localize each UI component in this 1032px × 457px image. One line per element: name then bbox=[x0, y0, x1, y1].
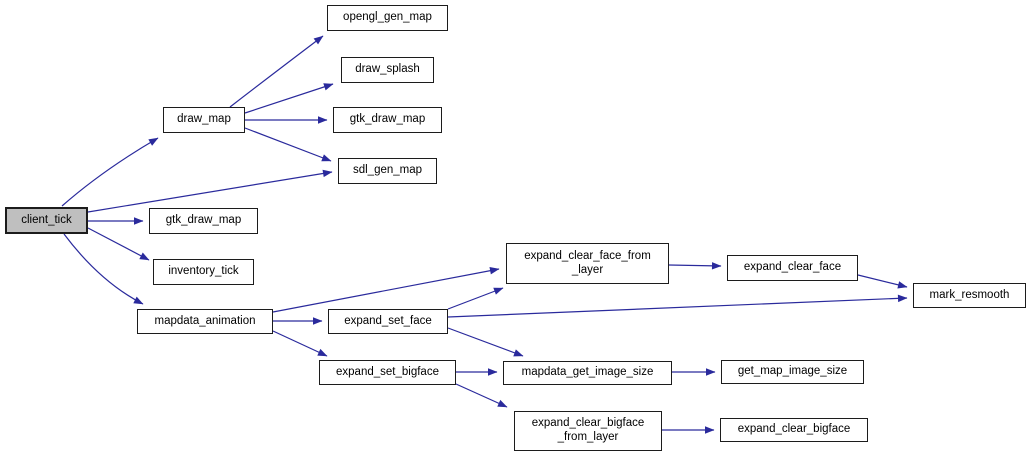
node-label: expand_clear_face bbox=[743, 261, 842, 274]
node-label: expand_clear_face_from bbox=[524, 249, 651, 262]
node-label: sdl_gen_map bbox=[352, 164, 423, 177]
node-label: get_map_image_size bbox=[737, 365, 848, 378]
node-label: gtk_draw_map bbox=[165, 214, 242, 227]
node-client_tick[interactable]: client_tick bbox=[5, 207, 88, 234]
node-label: inventory_tick bbox=[168, 265, 239, 278]
node-label: mapdata_get_image_size bbox=[521, 366, 654, 379]
edge-expand_set_face-to-mark_resmooth bbox=[447, 294, 908, 318]
node-sdl_gen_map[interactable]: sdl_gen_map bbox=[338, 158, 437, 184]
node-expand_clear_face[interactable]: expand_clear_face bbox=[727, 255, 858, 281]
node-label: expand_clear_bigface bbox=[737, 423, 851, 436]
node-expand_clear_face_from_layer[interactable]: expand_clear_face_from_layer bbox=[506, 243, 669, 284]
edge-expand_clear_face_from_layer-to-expand_clear_face bbox=[668, 262, 722, 270]
node-label: draw_map bbox=[177, 113, 231, 126]
edge-mapdata_animation-to-expand_clear_face_from_layer bbox=[272, 267, 500, 313]
node-label: client_tick bbox=[21, 213, 72, 226]
node-draw_map[interactable]: draw_map bbox=[163, 107, 245, 133]
edge-client_tick-to-sdl_gen_map bbox=[87, 169, 333, 213]
node-expand_set_bigface[interactable]: expand_set_bigface bbox=[319, 360, 456, 385]
node-label: _layer bbox=[571, 263, 604, 276]
edge-draw_map-to-opengl_gen_map bbox=[229, 35, 324, 108]
node-label: expand_clear_bigface bbox=[531, 417, 645, 430]
node-expand_clear_bigface[interactable]: expand_clear_bigface bbox=[720, 418, 868, 442]
node-label: _from_layer bbox=[557, 431, 619, 443]
edge-expand_set_face-to-mapdata_get_image_size bbox=[447, 327, 524, 357]
node-draw_splash[interactable]: draw_splash bbox=[341, 57, 434, 83]
node-mark_resmooth[interactable]: mark_resmooth bbox=[913, 283, 1026, 308]
node-label: expand_set_face bbox=[344, 314, 432, 327]
node-label: draw_splash bbox=[355, 63, 420, 76]
edge-client_tick-to-draw_map bbox=[61, 137, 159, 207]
node-opengl_gen_map[interactable]: opengl_gen_map bbox=[327, 5, 448, 31]
node-get_map_image_size[interactable]: get_map_image_size bbox=[721, 360, 864, 384]
node-gtk_draw_map_top[interactable]: gtk_draw_map bbox=[333, 107, 442, 133]
edge-draw_map-to-sdl_gen_map bbox=[244, 127, 332, 162]
edge-client_tick-to-mapdata_animation bbox=[63, 233, 144, 305]
node-label: expand_set_bigface bbox=[336, 365, 439, 378]
node-label: gtk_draw_map bbox=[349, 113, 426, 126]
node-gtk_draw_map_mid[interactable]: gtk_draw_map bbox=[149, 208, 258, 234]
node-inventory_tick[interactable]: inventory_tick bbox=[153, 259, 254, 285]
node-label: mapdata_animation bbox=[154, 314, 256, 327]
edge-client_tick-to-inventory_tick bbox=[87, 227, 150, 261]
edge-expand_set_bigface-to-expand_clear_bigface_from_layer bbox=[455, 383, 508, 408]
node-label: opengl_gen_map bbox=[343, 11, 432, 24]
node-expand_clear_bigface_from_layer[interactable]: expand_clear_bigface_from_layer bbox=[514, 411, 662, 451]
node-label: mark_resmooth bbox=[929, 288, 1010, 301]
node-expand_set_face[interactable]: expand_set_face bbox=[328, 309, 448, 334]
node-mapdata_animation[interactable]: mapdata_animation bbox=[137, 309, 273, 334]
edge-mapdata_animation-to-expand_set_bigface bbox=[272, 330, 328, 357]
edge-expand_set_face-to-expand_clear_face_from_layer bbox=[447, 287, 504, 310]
edge-draw_map-to-draw_splash bbox=[244, 83, 334, 114]
edge-expand_clear_face-to-mark_resmooth bbox=[857, 274, 908, 289]
node-mapdata_get_image_size[interactable]: mapdata_get_image_size bbox=[503, 361, 672, 385]
